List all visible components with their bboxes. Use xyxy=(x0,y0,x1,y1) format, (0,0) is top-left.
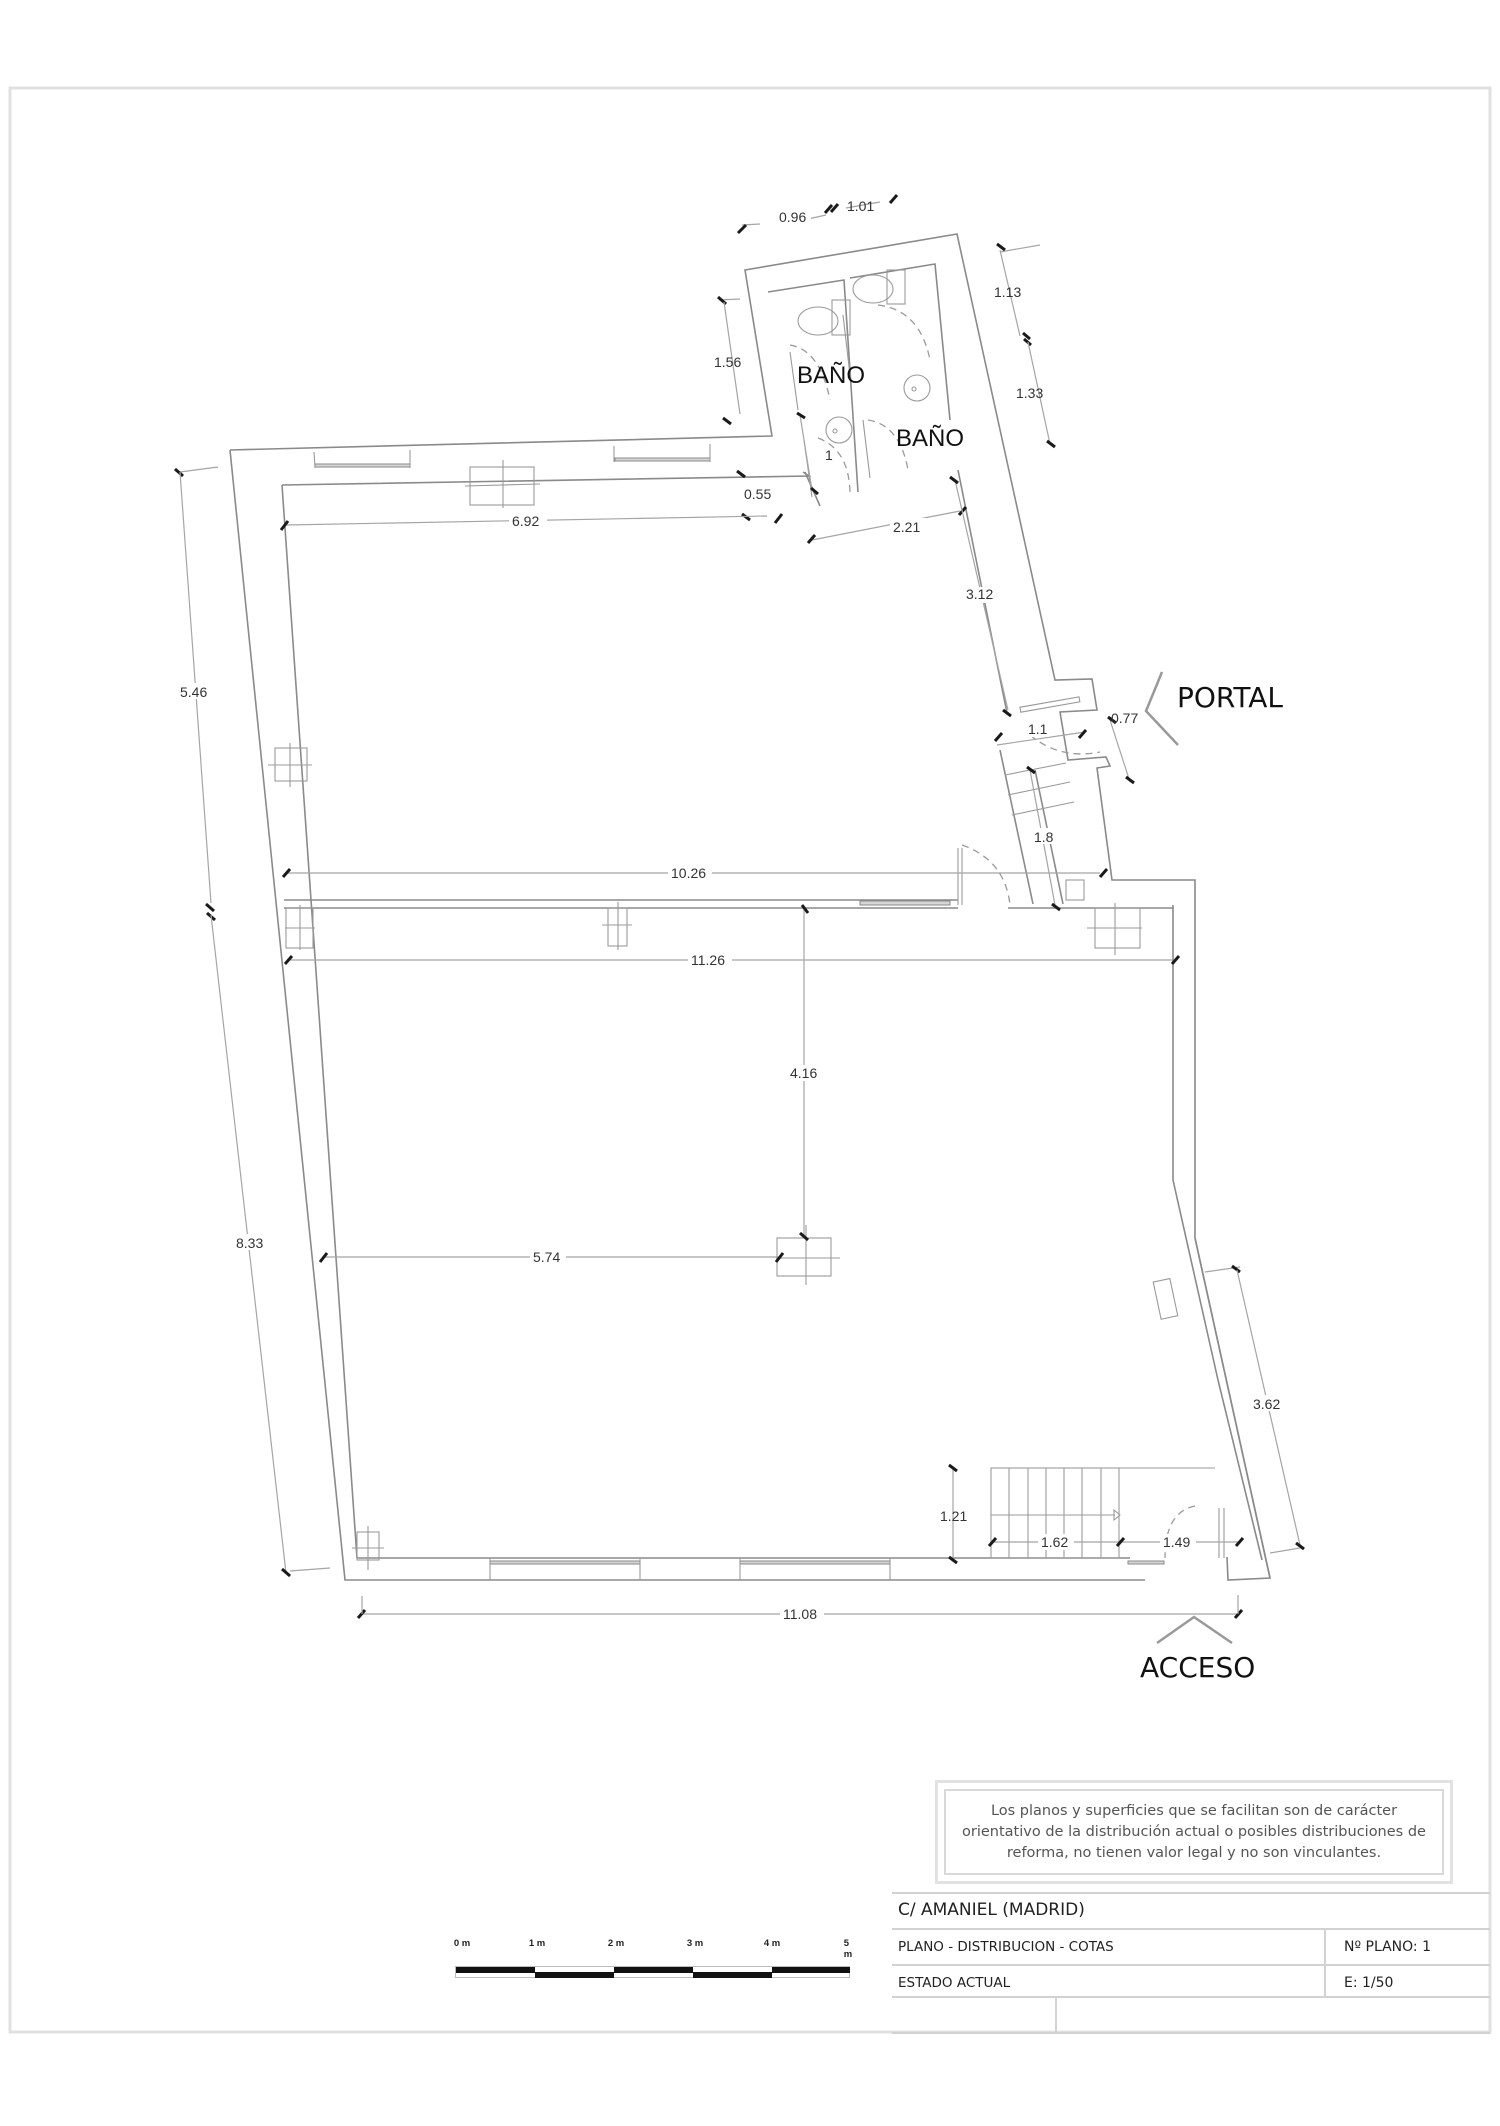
acceso-arrow-icon xyxy=(1156,1615,1233,1645)
dim-1.1: 1.1 xyxy=(1028,721,1048,737)
dim-0.96: 0.96 xyxy=(779,209,806,225)
dim-11.08: 11.08 xyxy=(783,1606,817,1622)
plan-state: ESTADO ACTUAL xyxy=(898,1975,1011,1991)
dim-11.26: 11.26 xyxy=(691,952,725,968)
dim-1.13: 1.13 xyxy=(994,284,1021,300)
dim-5.46: 5.46 xyxy=(180,684,207,700)
dim-2.21: 2.21 xyxy=(893,519,920,535)
windows xyxy=(313,444,1165,1580)
title-empty-cell xyxy=(892,1998,1057,2032)
title-row-plan: PLANO - DISTRIBUCION - COTAS Nº PLANO: 1 xyxy=(892,1928,1490,1966)
title-block: C/ AMANIEL (MADRID) PLANO - DISTRIBUCION… xyxy=(892,1892,1490,2034)
scale-tick-label: 4 m xyxy=(763,1938,781,1949)
walls xyxy=(229,233,1271,1581)
dimension-lines xyxy=(174,194,1305,1619)
dim-1.62: 1.62 xyxy=(1041,1534,1068,1550)
scale-tick-label: 3 m xyxy=(686,1938,704,1949)
plan-number: Nº PLANO: 1 xyxy=(1324,1930,1431,1966)
dim-3.12: 3.12 xyxy=(966,586,993,602)
dimension-labels: 0.96 1.01 1.13 1.33 1.56 1 0.55 6.92 2.2… xyxy=(178,198,1286,1622)
dim-1.56: 1.56 xyxy=(714,354,741,370)
plan-scale: E: 1/50 xyxy=(1324,1966,1393,1998)
scale-tick-label: 5 m xyxy=(843,1938,853,1960)
acceso-label: ACCESO xyxy=(1140,1651,1255,1684)
portal-arrow-icon xyxy=(1144,671,1179,746)
room-label-bano-2: BAÑO xyxy=(896,425,964,452)
title-row-state: ESTADO ACTUAL E: 1/50 xyxy=(892,1964,1490,1998)
dim-1.8: 1.8 xyxy=(1034,829,1054,845)
portal-label: PORTAL xyxy=(1177,681,1283,714)
toilet-icon xyxy=(797,306,839,336)
columns xyxy=(268,460,1179,1570)
dim-10.26: 10.26 xyxy=(671,865,706,881)
dim-1.21: 1.21 xyxy=(940,1508,967,1524)
dim-0.77: 0.77 xyxy=(1111,710,1138,726)
title-row-empty xyxy=(892,1996,1490,2034)
room-label-bano-1: BAÑO xyxy=(797,362,865,389)
sink-icon xyxy=(903,374,931,402)
dim-1.49: 1.49 xyxy=(1163,1534,1190,1550)
dim-5.74: 5.74 xyxy=(533,1249,560,1265)
sink-icon xyxy=(825,416,853,444)
dim-0.55: 0.55 xyxy=(744,486,771,502)
plan-type: PLANO - DISTRIBUCION - COTAS xyxy=(898,1939,1114,1955)
scale-bar-graphic xyxy=(455,1966,850,1978)
disclaimer-text: Los planos y superficies que se facilita… xyxy=(944,1789,1444,1875)
dim-4.16: 4.16 xyxy=(790,1065,817,1081)
dim-1.01: 1.01 xyxy=(847,198,874,214)
scale-tick-label: 0 m xyxy=(453,1938,471,1949)
dim-1.33: 1.33 xyxy=(1016,385,1043,401)
bathroom-fixtures xyxy=(797,269,931,444)
toilet-icon xyxy=(852,274,894,304)
scale-tick-label: 1 m xyxy=(528,1938,546,1949)
dim-1: 1 xyxy=(825,447,833,463)
scale-tick-label: 2 m xyxy=(607,1938,625,1949)
doors xyxy=(789,304,1225,1559)
dim-8.33: 8.33 xyxy=(236,1235,263,1251)
scale-bar: 0 m 1 m 2 m 3 m 4 m 5 m xyxy=(453,1938,855,1978)
disclaimer-box: Los planos y superficies que se facilita… xyxy=(935,1780,1453,1884)
project-address: C/ AMANIEL (MADRID) xyxy=(892,1892,1490,1928)
dim-6.92: 6.92 xyxy=(512,513,539,529)
sheet-frame xyxy=(8,86,1492,2034)
dim-3.62: 3.62 xyxy=(1253,1396,1280,1412)
